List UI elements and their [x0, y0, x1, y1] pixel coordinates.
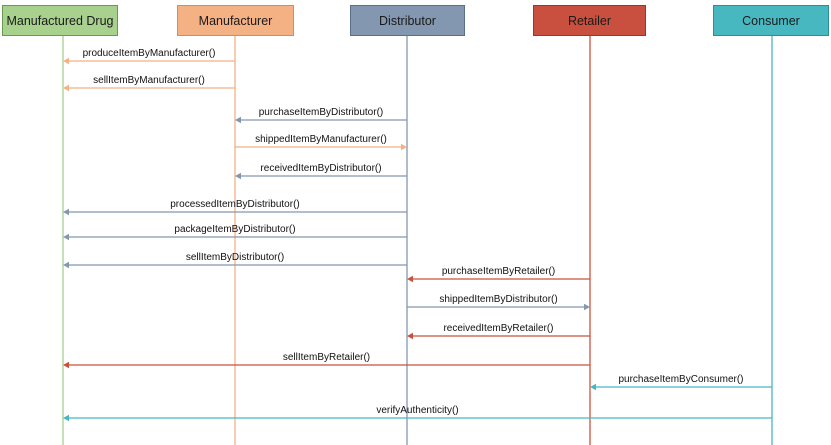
participant-distributor: Distributor	[350, 5, 465, 36]
participant-box-retailer	[533, 5, 646, 36]
message-arrowhead	[63, 208, 69, 216]
message: packageItemByDistributor()	[63, 224, 407, 241]
participant-label-consumer: Consumer	[742, 14, 800, 28]
message-arrowhead	[407, 332, 413, 340]
participants: Manufactured Drug Manufacturer Distributor…	[2, 5, 829, 36]
message: purchaseItemByDistributor()	[235, 107, 407, 124]
message: receivedItemByDistributor()	[235, 163, 407, 180]
message: sellItemByDistributor()	[63, 252, 407, 269]
message-arrowhead	[63, 361, 69, 369]
message-label: sellItemByManufacturer()	[93, 75, 205, 86]
message: processedItemByDistributor()	[63, 199, 407, 216]
message-arrowhead	[235, 116, 241, 124]
message-label: receivedItemByRetailer()	[443, 323, 553, 334]
participant-box-distributor	[350, 5, 465, 36]
participant-label-retailer: Retailer	[568, 14, 611, 28]
message-arrowhead	[63, 84, 69, 92]
participant-retailer: Retailer	[533, 5, 646, 36]
message: shippedItemByDistributor()	[407, 294, 590, 311]
message-arrowhead	[63, 261, 69, 269]
message-arrowhead	[63, 233, 69, 241]
participant-label-manufacturer: Manufacturer	[199, 14, 273, 28]
message-label: shippedItemByDistributor()	[439, 294, 557, 305]
message-arrowhead	[63, 414, 69, 422]
message-label: sellItemByRetailer()	[283, 352, 370, 363]
participant-manufacturer: Manufacturer	[177, 5, 294, 36]
participant-box-drug	[2, 5, 118, 36]
message: shippedItemByManufacturer()	[235, 134, 407, 151]
message: receivedItemByRetailer()	[407, 323, 590, 340]
participant-consumer: Consumer	[713, 5, 829, 36]
message-label: sellItemByDistributor()	[186, 252, 284, 263]
participant-label-drug: Manufactured Drug	[6, 14, 113, 28]
message: purchaseItemByRetailer()	[407, 266, 590, 283]
message-arrowhead	[590, 383, 596, 391]
message-arrowhead	[235, 172, 241, 180]
message-label: shippedItemByManufacturer()	[255, 134, 387, 145]
message-label: purchaseItemByDistributor()	[259, 107, 383, 118]
participant-box-consumer	[713, 5, 829, 36]
messages: produceItemByManufacturer() sellItemByMan…	[63, 48, 772, 422]
message: produceItemByManufacturer()	[63, 48, 235, 65]
message-label: processedItemByDistributor()	[170, 199, 299, 210]
message-label: purchaseItemByRetailer()	[442, 266, 555, 277]
lifelines	[62, 35, 773, 445]
participant-drug: Manufactured Drug	[2, 5, 118, 36]
message: purchaseItemByConsumer()	[590, 374, 772, 391]
message-arrowhead	[407, 275, 413, 283]
message-label: packageItemByDistributor()	[174, 224, 295, 235]
message-arrowhead	[584, 303, 590, 311]
message-arrowhead	[63, 57, 69, 65]
message: verifyAuthenticity()	[63, 405, 772, 422]
message-label: produceItemByManufacturer()	[83, 48, 216, 59]
message-label: receivedItemByDistributor()	[260, 163, 381, 174]
message: sellItemByRetailer()	[63, 352, 590, 369]
participant-label-distributor: Distributor	[379, 14, 436, 28]
message-label: verifyAuthenticity()	[376, 405, 458, 416]
message-arrowhead	[401, 143, 407, 151]
message-label: purchaseItemByConsumer()	[618, 374, 743, 385]
message: sellItemByManufacturer()	[63, 75, 235, 92]
participant-box-manufacturer	[177, 5, 294, 36]
